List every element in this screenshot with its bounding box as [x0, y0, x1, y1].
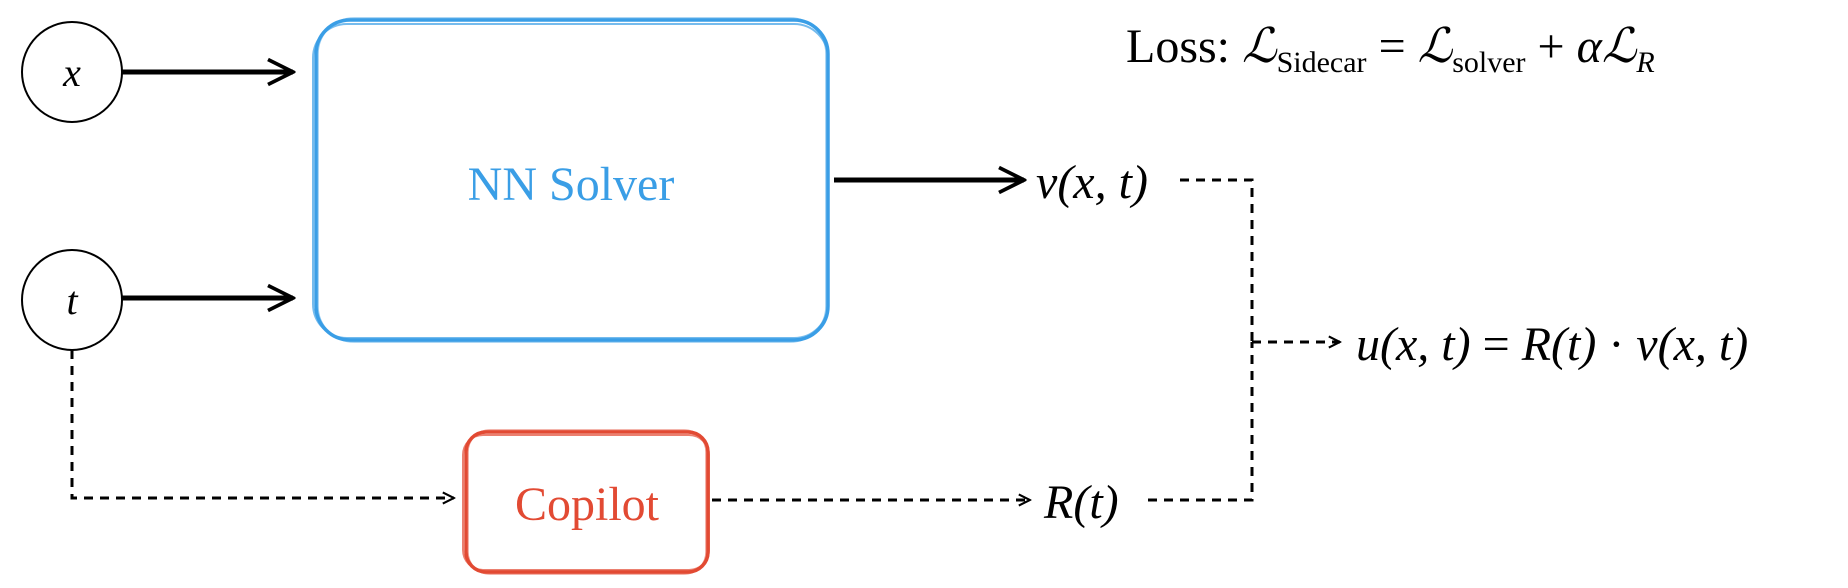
v-output-label: v(x, t) [1036, 156, 1148, 209]
r-func: R [1043, 476, 1073, 529]
loss-script-l-2: ℒ [1418, 20, 1454, 73]
loss-sub-r: R [1635, 46, 1654, 79]
input-x-node: x [21, 21, 123, 123]
v-args: (x, t) [1057, 156, 1148, 209]
eq-v-term: v(x, t) [1636, 318, 1748, 371]
output-equation: u(x, t) = R(t) · v(x, t) [1356, 318, 1748, 371]
v-func: v [1036, 156, 1058, 209]
input-t-node: t [21, 249, 123, 351]
r-output-label: R(t) [1043, 476, 1119, 529]
dotted-t-to-copilot [70, 350, 454, 498]
eq-r-term: R(t) [1521, 318, 1597, 371]
loss-script-l-1: ℒ [1242, 20, 1278, 73]
input-t-label: t [66, 278, 78, 323]
dotted-v-to-merge [1180, 178, 1254, 342]
loss-sub-sidecar: Sidecar [1277, 46, 1367, 79]
input-x-label: x [62, 50, 81, 95]
nn-solver-label: NN Solver [468, 158, 675, 211]
eq-equals: = [1483, 318, 1510, 371]
loss-sub-solver: solver [1452, 46, 1525, 79]
loss-script-l-3: ℒ [1602, 20, 1638, 73]
dotted-r-to-merge [1148, 342, 1254, 502]
eq-u-lhs: u(x, t) [1356, 318, 1471, 371]
nn-solver-box: NN Solver [312, 17, 830, 343]
r-args: (t) [1073, 476, 1118, 529]
copilot-box: Copilot [462, 429, 710, 575]
eq-dot: · [1608, 318, 1624, 371]
copilot-label: Copilot [515, 478, 660, 531]
loss-prefix: Loss: [1126, 20, 1230, 73]
loss-equals: = [1379, 20, 1406, 73]
loss-plus: + [1538, 20, 1565, 73]
loss-alpha: α [1577, 20, 1603, 73]
loss-formula: Loss: ℒSidecar = ℒsolver + αℒR [1126, 20, 1655, 79]
